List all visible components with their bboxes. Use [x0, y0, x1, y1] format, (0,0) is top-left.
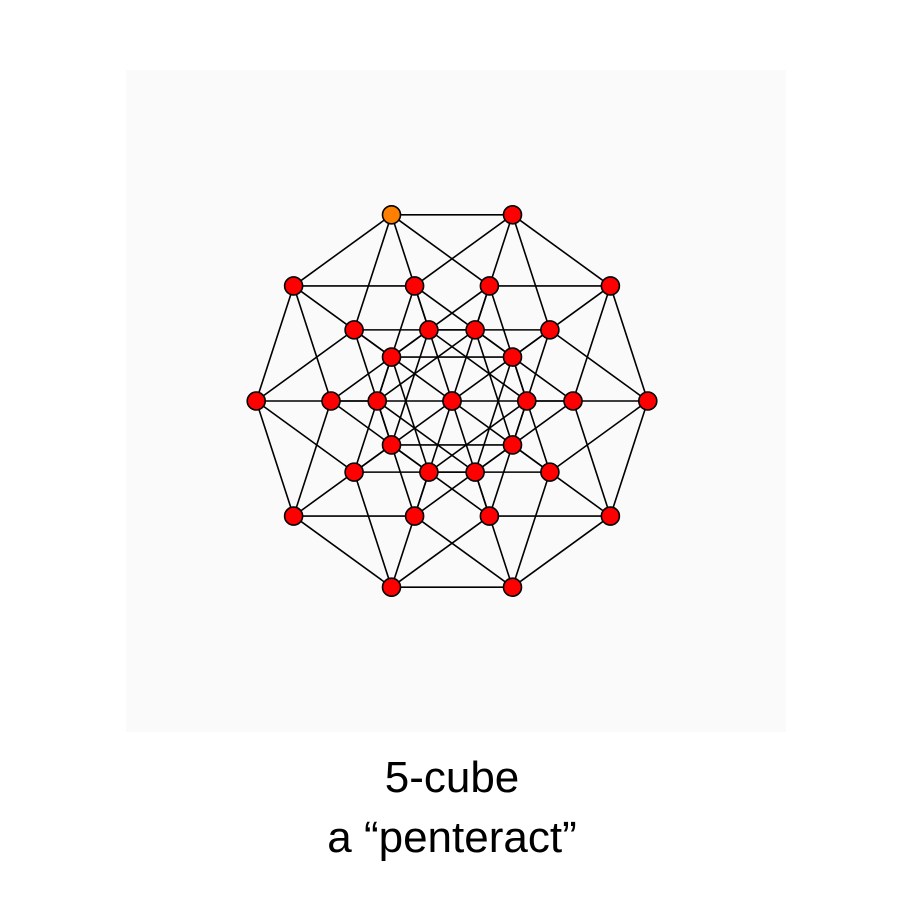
vertex — [419, 320, 439, 340]
edge — [292, 285, 332, 402]
vertex — [516, 391, 537, 411]
edge — [376, 400, 416, 517]
vertex — [502, 577, 523, 597]
edge — [376, 400, 476, 473]
vertex — [465, 320, 485, 340]
edge — [549, 329, 649, 402]
edge — [474, 329, 514, 446]
vertex — [442, 391, 462, 411]
vertex — [637, 391, 658, 411]
vertex-layer — [246, 205, 658, 597]
edge — [255, 400, 295, 517]
edge — [376, 329, 476, 402]
caption-title: 5-cube — [384, 753, 520, 802]
edge — [330, 329, 430, 402]
vertex — [381, 347, 402, 367]
edge — [391, 515, 490, 588]
edge — [414, 285, 513, 358]
edge-layer — [255, 214, 649, 588]
caption-subtitle: a “penteract” — [327, 813, 577, 862]
edge — [488, 400, 528, 517]
edge — [292, 400, 332, 517]
edge — [390, 471, 430, 588]
edge — [353, 214, 393, 331]
vertex — [540, 320, 560, 340]
vertex — [367, 391, 388, 411]
edge — [293, 214, 392, 287]
edge — [330, 400, 430, 473]
vertex — [404, 506, 425, 526]
vertex — [600, 506, 621, 526]
edge — [511, 356, 551, 473]
edge — [451, 329, 551, 402]
edge — [609, 400, 649, 517]
edge — [609, 285, 649, 402]
edge — [390, 356, 430, 473]
vertex — [465, 462, 485, 482]
vertex — [321, 391, 341, 411]
vertex — [479, 276, 500, 296]
edge — [512, 214, 611, 287]
vertex — [419, 462, 439, 482]
edge — [390, 329, 430, 446]
edge — [414, 515, 513, 588]
vertex — [502, 435, 523, 455]
edge — [512, 515, 611, 588]
edge — [572, 400, 612, 517]
edge — [511, 471, 551, 588]
edge — [474, 471, 514, 588]
edge — [428, 400, 528, 473]
vertex — [344, 320, 364, 340]
vertex — [502, 205, 523, 225]
edge — [353, 356, 393, 473]
vertex — [344, 462, 364, 482]
vertex — [502, 347, 523, 367]
edge — [451, 400, 551, 473]
edge — [414, 214, 513, 287]
vertex — [381, 435, 402, 455]
edge — [391, 214, 490, 287]
edge — [293, 444, 392, 517]
vertex-highlighted — [381, 205, 402, 225]
vertex — [381, 577, 402, 597]
vertex — [479, 506, 500, 526]
edge — [353, 471, 393, 588]
edge — [413, 285, 453, 402]
edge — [474, 356, 514, 473]
vertex — [283, 506, 304, 526]
edge — [428, 329, 528, 402]
edge — [549, 400, 649, 473]
edge — [293, 515, 392, 588]
vertex — [246, 391, 267, 411]
vertex — [600, 276, 621, 296]
edge — [255, 329, 355, 402]
edge — [572, 285, 612, 402]
vertex — [540, 462, 560, 482]
edge — [414, 444, 513, 517]
edge — [511, 214, 551, 331]
vertex — [404, 276, 425, 296]
edge — [451, 285, 491, 402]
vertex — [563, 391, 583, 411]
edge — [255, 400, 355, 473]
edge — [255, 285, 295, 402]
vertex — [283, 276, 304, 296]
edge — [293, 285, 392, 358]
